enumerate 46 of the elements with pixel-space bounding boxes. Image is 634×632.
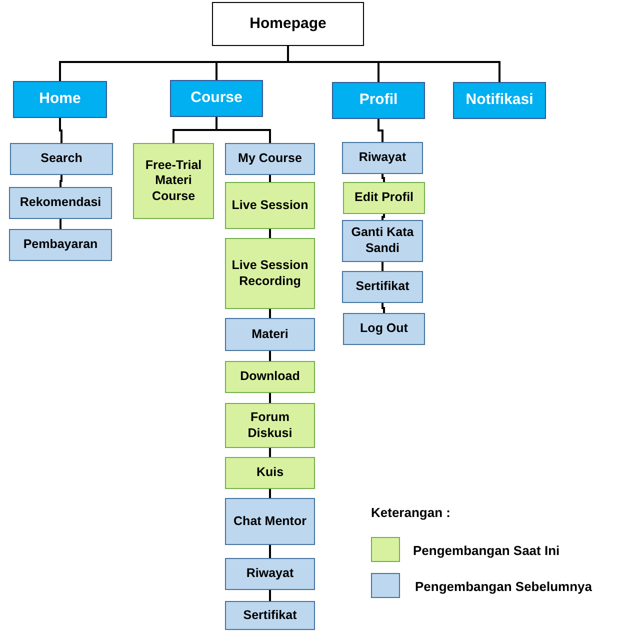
page-box: Log Out	[343, 313, 425, 345]
connector-line	[269, 229, 271, 238]
connector-line	[269, 175, 271, 182]
connector-line	[287, 46, 500, 82]
page-box: Riwayat	[342, 142, 423, 174]
connector-line	[60, 175, 62, 187]
page-box: Live Session	[225, 182, 315, 229]
page-box: Forum Diskusi	[225, 403, 315, 448]
connector-line	[269, 351, 271, 361]
section-box: Profil	[332, 82, 425, 119]
page-box: Ganti Kata Sandi	[342, 220, 423, 262]
root-box: Homepage	[212, 2, 364, 46]
page-box: My Course	[225, 143, 315, 175]
page-box: Free-Trial Materi Course	[133, 143, 214, 219]
section-box: Notifikasi	[453, 82, 546, 119]
connector-line	[269, 309, 271, 318]
connector-line	[269, 448, 271, 457]
connector-line	[216, 117, 271, 143]
page-box: Riwayat	[225, 558, 315, 590]
connector-line	[269, 393, 271, 403]
connector-line	[382, 262, 384, 271]
connector-line	[269, 489, 271, 498]
page-box: Chat Mentor	[225, 498, 315, 545]
connector-line	[382, 174, 385, 182]
page-box: Search	[10, 143, 113, 175]
connector-line	[382, 214, 385, 220]
connector-line	[269, 590, 271, 601]
page-box: Sertifikat	[225, 601, 315, 630]
legend-label: Pengembangan Sebelumnya	[415, 578, 592, 596]
legend-label: Pengembangan Saat Ini	[413, 542, 560, 560]
page-box: Download	[225, 361, 315, 393]
page-box: Sertifikat	[342, 271, 423, 303]
page-box: Materi	[225, 318, 315, 351]
page-box: Pembayaran	[9, 229, 112, 261]
page-box: Rekomendasi	[9, 187, 112, 219]
connector-line	[60, 219, 62, 229]
page-box: Kuis	[225, 457, 315, 489]
page-box: Edit Profil	[343, 182, 425, 214]
connector-line	[378, 119, 384, 142]
page-box: Live Session Recording	[225, 238, 315, 309]
legend-title: Keterangan :	[371, 504, 450, 522]
connector-line	[269, 545, 271, 558]
section-box: Home	[13, 81, 107, 118]
section-box: Course	[170, 80, 263, 117]
connector-line	[382, 303, 385, 313]
connector-line	[59, 118, 62, 143]
